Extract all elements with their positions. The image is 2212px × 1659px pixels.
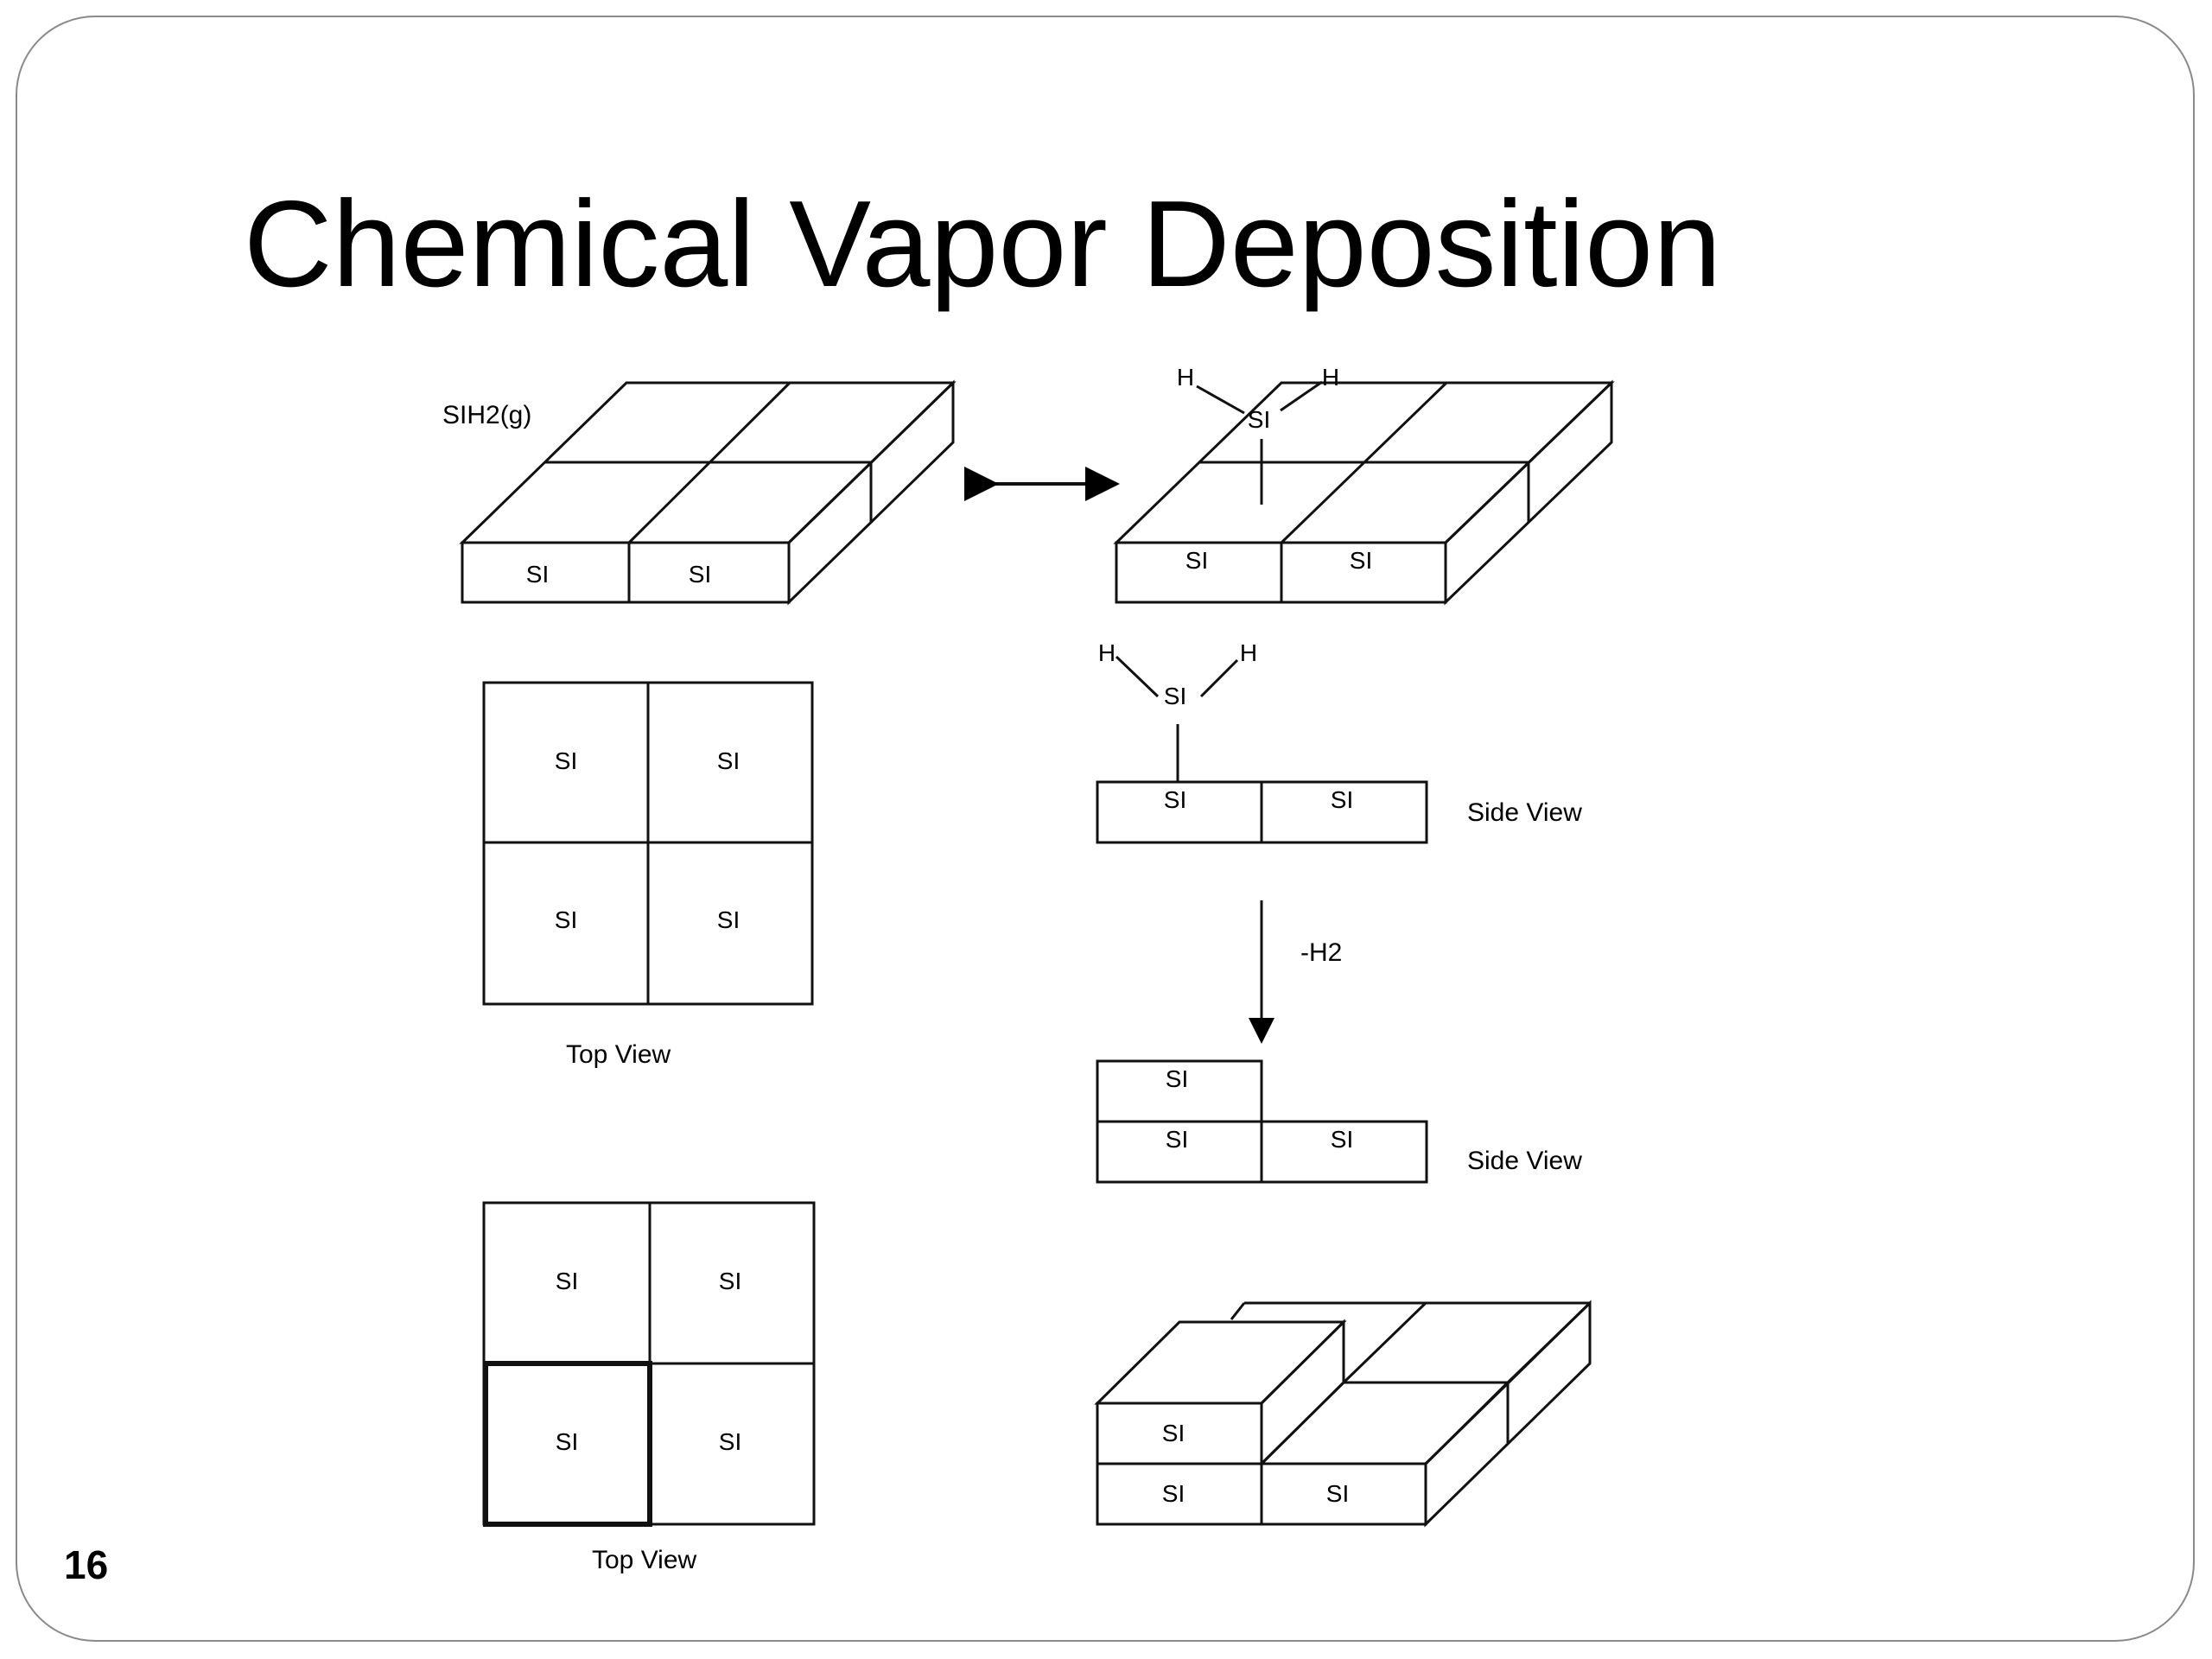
h-label: H bbox=[1322, 364, 1339, 391]
top-view-label: Top View bbox=[592, 1546, 697, 1574]
side-view-2 bbox=[1096, 1059, 1428, 1184]
si-label: SI bbox=[1185, 547, 1208, 574]
si-label: SI bbox=[1350, 547, 1372, 574]
si-label: SI bbox=[719, 1428, 741, 1455]
h-label: H bbox=[1240, 639, 1257, 666]
si-label: SI bbox=[1331, 786, 1353, 813]
iso-slab-bottom bbox=[1094, 1300, 1592, 1528]
side-view-1 bbox=[1096, 655, 1428, 844]
si-label: SI bbox=[1248, 406, 1270, 433]
iso-slab-right bbox=[1113, 379, 1615, 606]
si-label: SI bbox=[1162, 1480, 1185, 1507]
slide-title: Chemical Vapor Deposition bbox=[244, 175, 1722, 313]
elimination-label: -H2 bbox=[1300, 938, 1342, 967]
si-label: SI bbox=[717, 906, 740, 933]
side-view-label: Side View bbox=[1467, 1147, 1582, 1175]
side-view-label: Side View bbox=[1467, 798, 1582, 827]
si-label: SI bbox=[717, 747, 740, 774]
si-label: SI bbox=[556, 1268, 578, 1294]
slide-frame bbox=[16, 16, 2195, 1642]
si-label: SI bbox=[1162, 1420, 1185, 1446]
top-view-grid-2 bbox=[482, 1201, 816, 1527]
si-label: SI bbox=[1326, 1480, 1349, 1507]
iso-slab-left bbox=[459, 379, 957, 606]
si-label: SI bbox=[556, 1428, 578, 1455]
highlighted-cell bbox=[483, 1361, 652, 1527]
si-label: SI bbox=[555, 747, 577, 774]
si-label: SI bbox=[719, 1268, 741, 1294]
si-label: SI bbox=[1166, 1126, 1188, 1153]
si-label: SI bbox=[1166, 1065, 1188, 1092]
h-label: H bbox=[1098, 639, 1116, 666]
slide-number: 16 bbox=[64, 1542, 109, 1587]
top-view-label: Top View bbox=[566, 1040, 671, 1069]
si-label: SI bbox=[555, 906, 577, 933]
gas-label: SIH2(g) bbox=[442, 401, 531, 429]
h-label: H bbox=[1177, 364, 1194, 391]
top-view-grid-1 bbox=[482, 681, 814, 1006]
si-label: SI bbox=[1164, 683, 1186, 709]
si-label: SI bbox=[1164, 786, 1186, 813]
si-label: SI bbox=[526, 561, 549, 588]
si-label: SI bbox=[689, 561, 711, 588]
si-label: SI bbox=[1331, 1126, 1353, 1153]
